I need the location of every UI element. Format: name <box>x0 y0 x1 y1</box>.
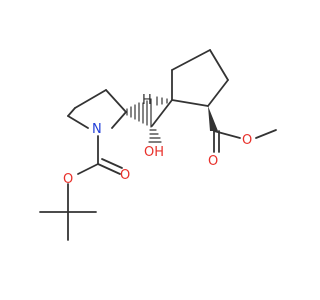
structure-canvas: N O O OH H O O <box>39 49 277 241</box>
hashed-wedge-oh <box>148 129 162 143</box>
oxygen-label: O <box>242 133 252 148</box>
bond <box>101 158 123 169</box>
bond <box>171 49 211 71</box>
bond <box>209 49 229 81</box>
bond <box>213 130 241 139</box>
bond <box>105 89 127 113</box>
oxygen-label: O <box>208 154 218 169</box>
molecule-diagram: N O O OH H O O <box>39 49 277 241</box>
bond <box>171 99 209 107</box>
hydroxyl-label: OH <box>144 145 164 160</box>
bond <box>207 79 229 107</box>
bond <box>74 89 107 109</box>
bond <box>77 163 99 175</box>
cyclopentane-ring <box>171 49 229 107</box>
hashed-wedge <box>126 98 152 128</box>
bond <box>97 163 121 175</box>
bold-wedge <box>208 106 218 131</box>
oxygen-label: O <box>63 172 73 187</box>
bond <box>255 129 277 139</box>
hashed-wedge-h <box>156 96 168 106</box>
bond <box>67 107 76 117</box>
nitrogen-label: N <box>92 122 102 137</box>
bond <box>111 111 127 129</box>
bond <box>151 99 173 127</box>
hydrogen-label: H <box>142 93 152 108</box>
bond <box>67 115 89 129</box>
oxygen-label: O <box>120 168 130 183</box>
pyrrolidine-ring <box>67 89 127 129</box>
